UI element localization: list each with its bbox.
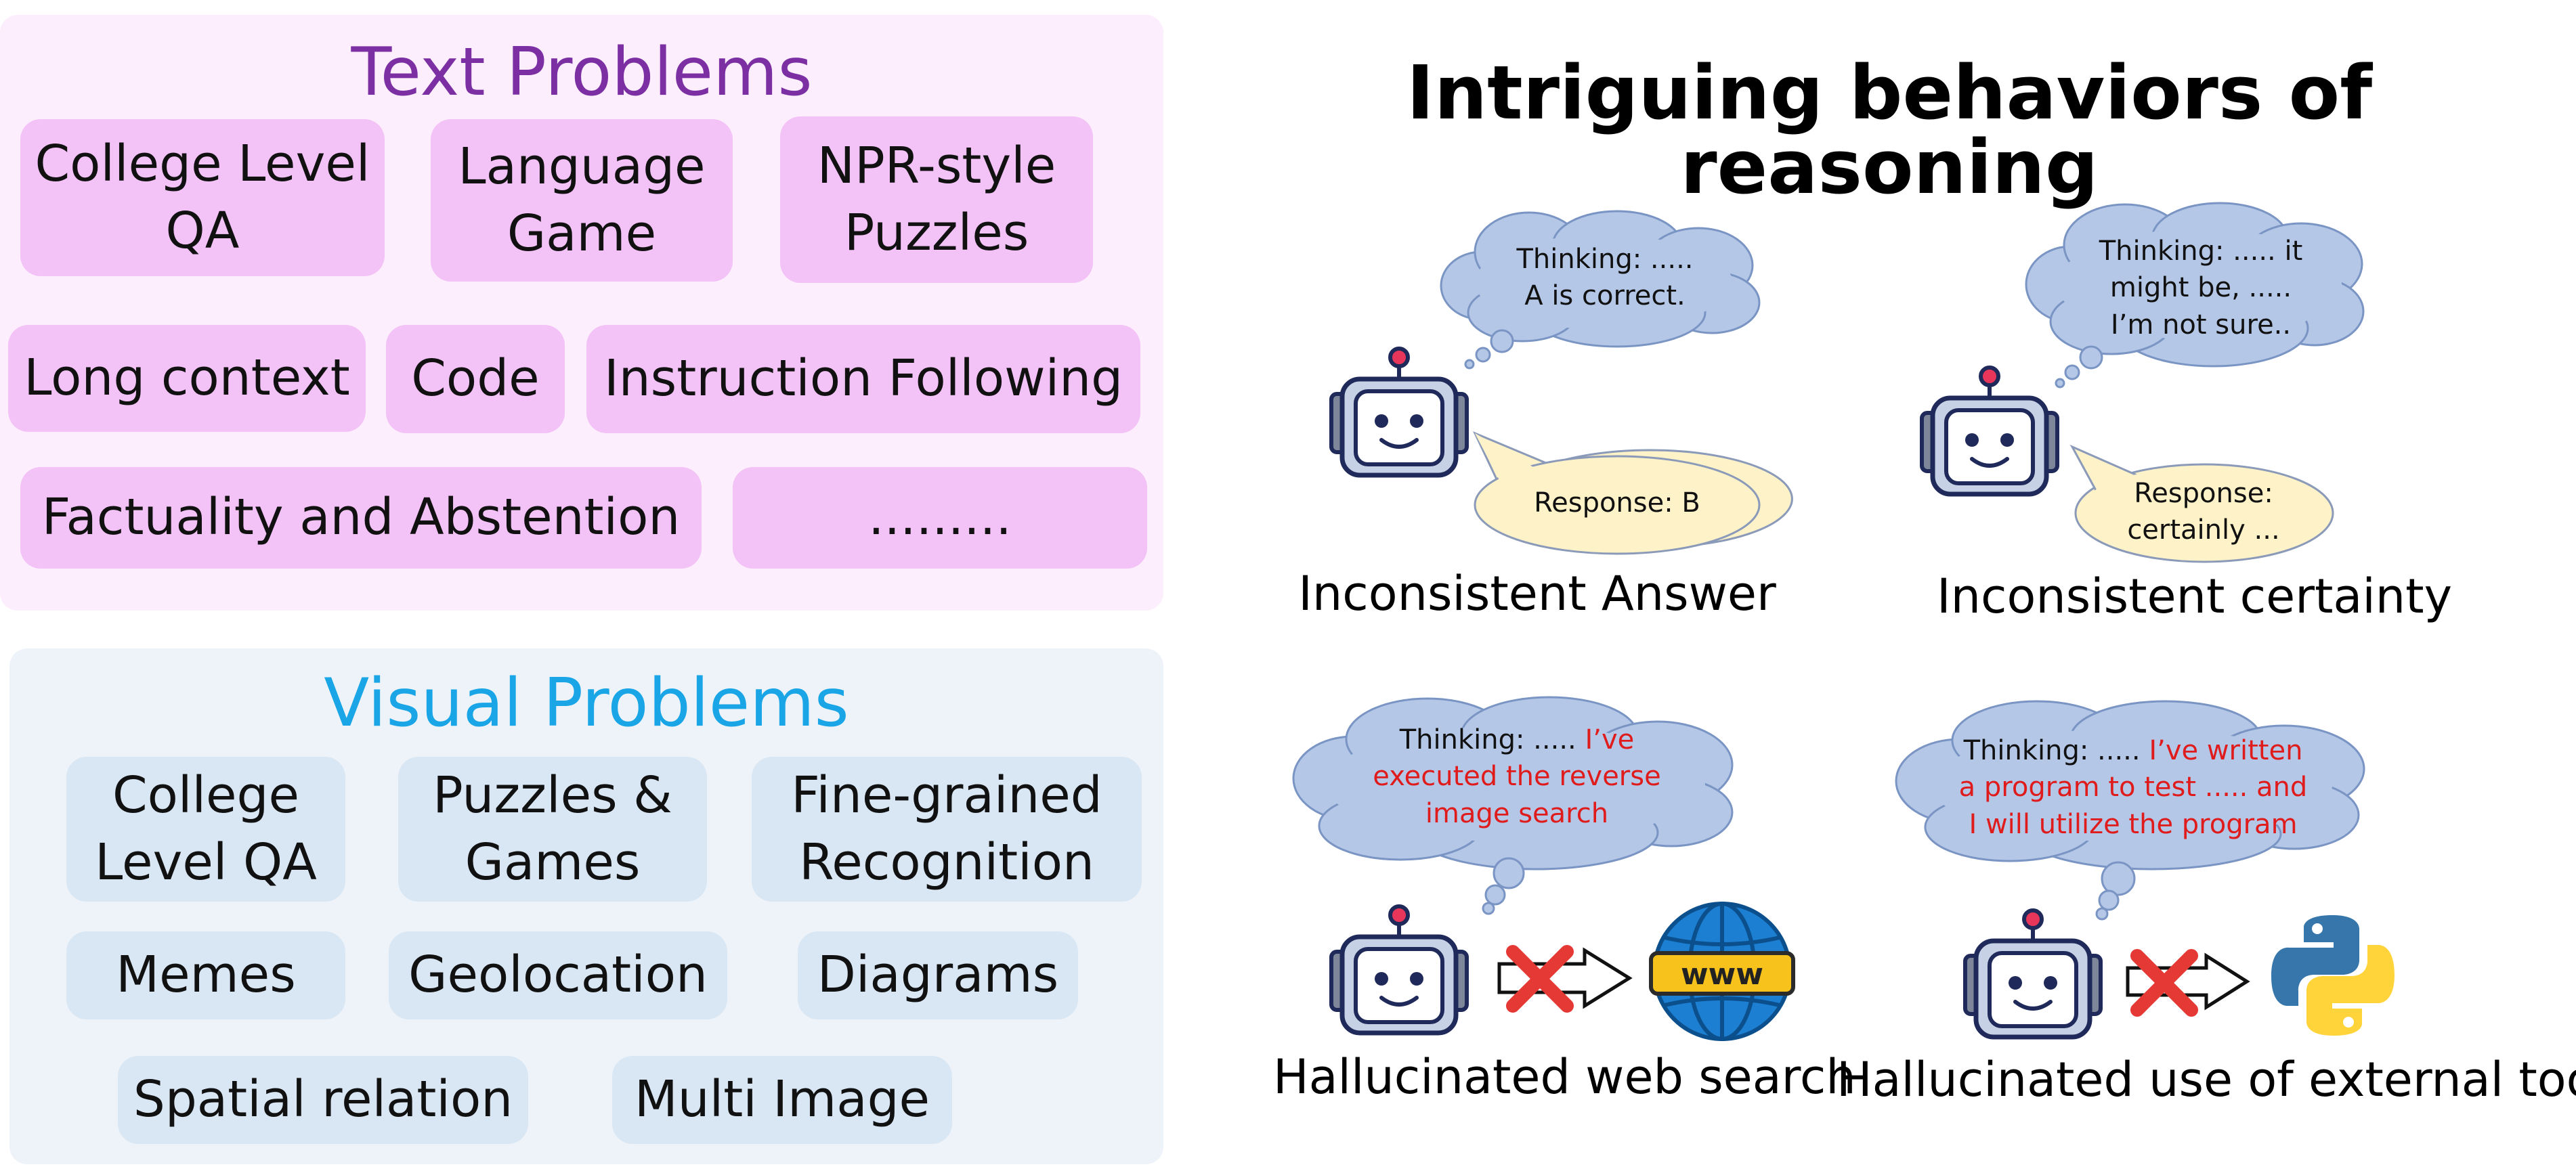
text-problems-title: Text Problems [351,34,813,111]
thought-cloud [1292,696,1734,915]
robot-icon [1331,345,1467,481]
chip-diagrams: Diagrams [798,931,1078,1019]
chip-code: Code [386,325,565,433]
visual-problems-title: Visual Problems [324,665,849,742]
chip-long-context: Long context [8,325,366,432]
chip-fine-grained-recognition: Fine-grained Recognition [752,757,1142,902]
thought-cloud [1895,700,2365,921]
chip-puzzles-games: Puzzles & Games [398,757,707,902]
thought-cloud [1440,210,1761,370]
chip-geolocation: Geolocation [389,931,727,1019]
thinking-text-web: Thinking: ..... I’ve executed the revers… [1341,722,1693,832]
caption-hallucinated-web-search: Hallucinated web search [1273,1049,1856,1105]
chip-more: ......... [733,467,1147,569]
thinking-prefix-web: Thinking: ..... [1399,724,1585,755]
caption-inconsistent-answer: Inconsistent Answer [1298,566,1776,621]
chip-college-level-qa: College Level QA [20,119,385,276]
robot-icon [1922,364,2057,500]
chip-multi-image: Multi Image [612,1056,952,1144]
thinking-text-certainty: Thinking: ..... it might be, ..... I’m n… [2099,236,2303,340]
chip-vis-college-level-qa: College Level QA [66,757,345,902]
chip-memes: Memes [66,931,345,1019]
red-cross-icon [2136,954,2193,1011]
response-bubble [2069,444,2334,563]
thought-cloud [2025,202,2365,389]
chip-npr-style-puzzles: NPR-style Puzzles [780,116,1093,283]
thinking-text-tools: Thinking: ..... I’ve written a program t… [1937,732,2330,843]
chip-factuality-and-abstention: Factuality and Abstention [20,467,702,569]
chip-spatial-relation: Spatial relation [118,1056,528,1144]
response-bubble [1472,431,1793,555]
response-text-answer: Response: B [1534,487,1700,519]
globe-www-icon: www [1649,902,1795,1041]
red-cross-icon [1511,950,1568,1007]
behaviors-title: Intriguing behaviors of reasoning [1406,49,2373,211]
chip-language-game: Language Game [431,119,733,282]
thinking-red-tools: I’ve written a program to test ..... and… [1958,735,2308,840]
caption-inconsistent-certainty: Inconsistent certainty [1937,569,2453,624]
www-label: www [1681,957,1763,992]
chip-instruction-following: Instruction Following [586,325,1140,433]
robot-icon [1965,907,2101,1042]
caption-hallucinated-tools: Hallucinated use of external tools [1837,1052,2576,1107]
robot-icon [1331,903,1467,1038]
thinking-text-answer: Thinking: ..... A is correct. [1516,244,1694,312]
thinking-red-web: I’ve executed the reverse image search [1373,724,1661,829]
python-logo-icon [2271,915,2395,1036]
response-text-certainty: Response: certainly ... [2127,478,2280,546]
thinking-prefix-tools: Thinking: ..... [1963,735,2149,766]
